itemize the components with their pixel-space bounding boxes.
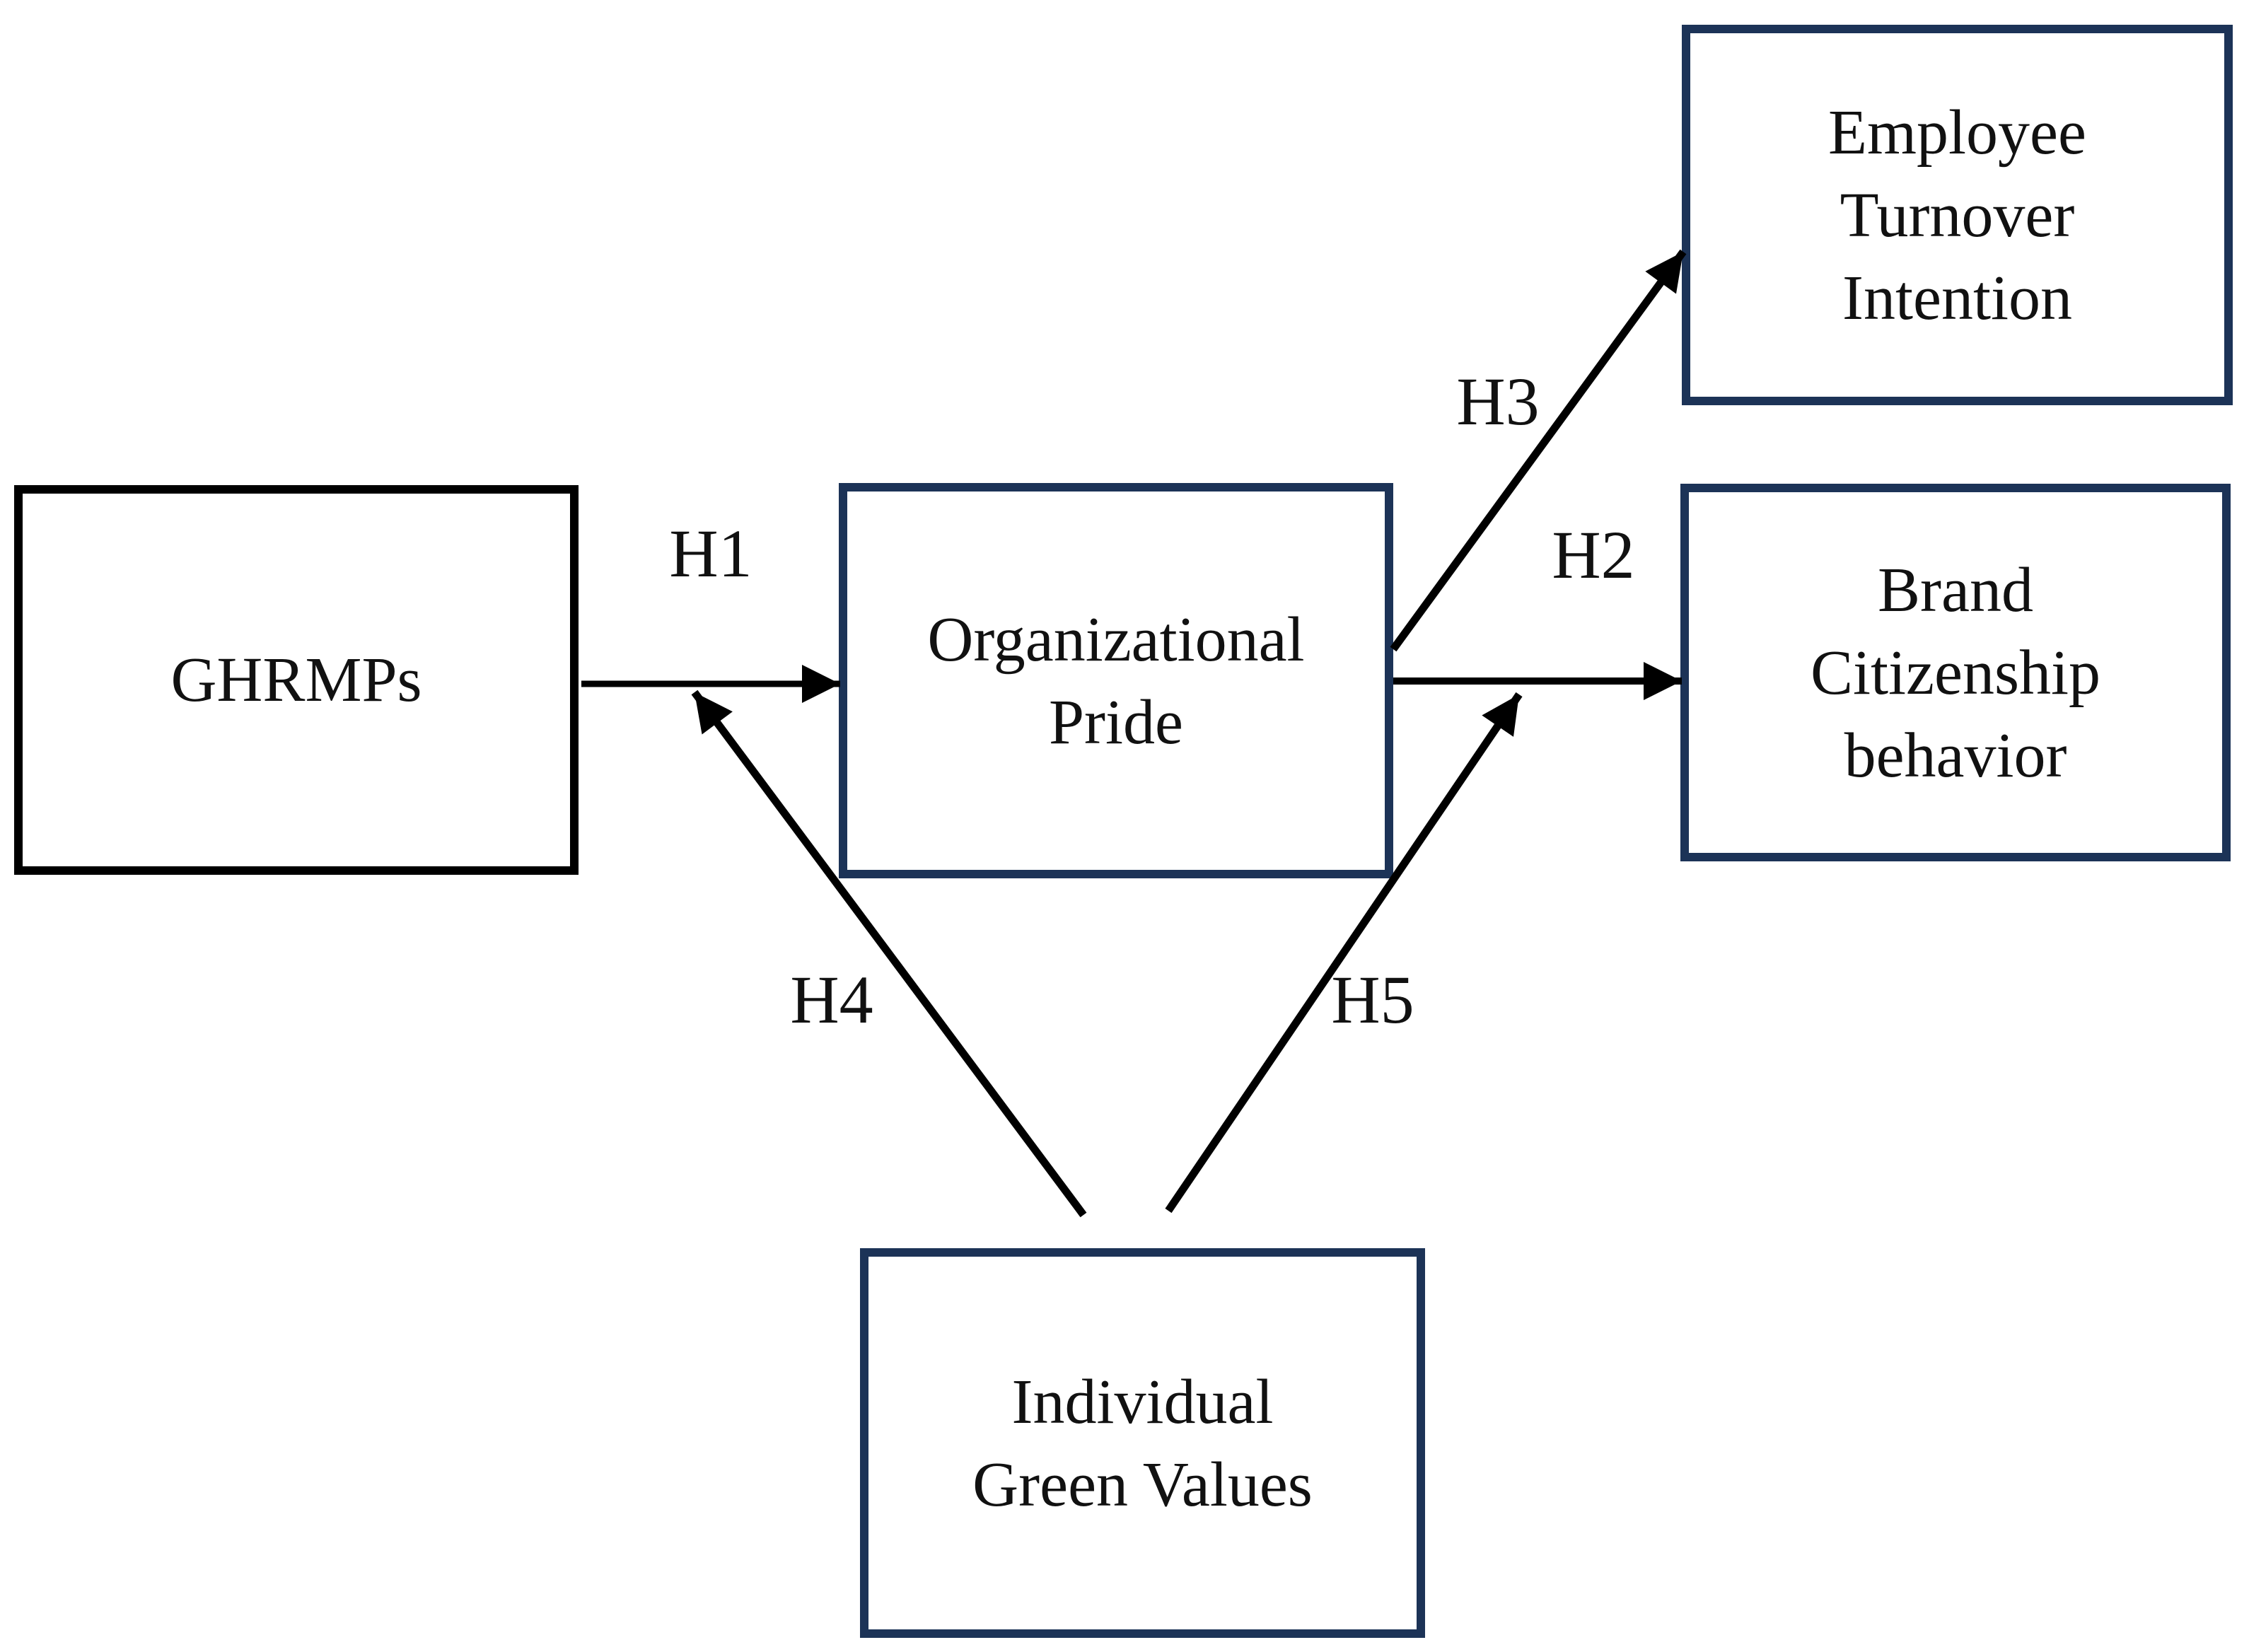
box-brand-citizenship-behavior: Brand Citizenship behavior [1680,484,2231,861]
box-brand-citizenship-behavior-label: Brand Citizenship behavior [1811,554,2100,791]
box-employee-turnover-intention-label: Employee Turnover Intention [1828,97,2086,333]
box-ghrmps-label: GHRMPs [170,645,422,715]
box-employee-turnover-intention: Employee Turnover Intention [1682,25,2233,405]
label-h3: H3 [1456,363,1540,439]
box-ghrmps: GHRMPs [14,485,579,875]
box-individual-green-values: Individual Green Values [860,1248,1425,1638]
box-organizational-pride: Organizational Pride [839,483,1393,878]
label-h2: H2 [1552,517,1635,593]
label-h5: H5 [1331,962,1414,1037]
label-h1: H1 [669,516,752,591]
label-h4: H4 [790,962,873,1037]
h3-arrow [1390,249,1687,652]
box-organizational-pride-label: Organizational Pride [927,604,1305,757]
box-individual-green-values-label: Individual Green Values [972,1366,1313,1520]
